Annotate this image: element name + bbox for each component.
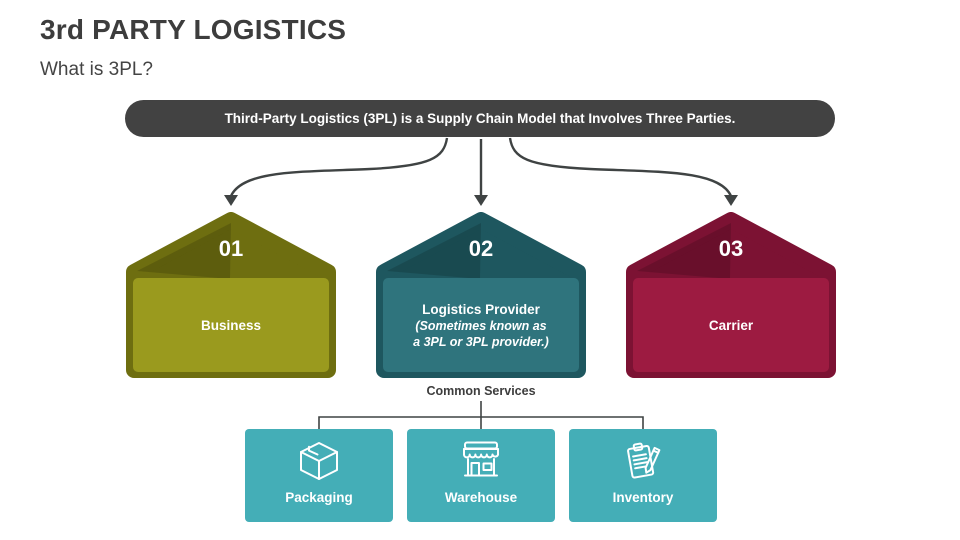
roof-shade: [387, 223, 481, 279]
party-subtitle-line1: (Sometimes known as: [415, 318, 547, 333]
arrowheads: [224, 195, 738, 206]
party-subtitle-line2: a 3PL or 3PL provider.): [413, 334, 549, 349]
service-box-inventory: Inventory: [569, 429, 717, 522]
party-card-business: 01 Business: [126, 212, 336, 378]
roof-shade: [637, 223, 731, 279]
service-box-packaging: Packaging: [245, 429, 393, 522]
party-body: Business: [133, 278, 329, 372]
party-number: 01: [218, 236, 244, 261]
service-box-warehouse: Warehouse: [407, 429, 555, 522]
banner-arrows: [229, 137, 733, 197]
common-services-label: Common Services: [426, 384, 536, 398]
party-title: Carrier: [708, 317, 754, 333]
arrowhead-left-icon: [224, 195, 238, 206]
party-number: 02: [468, 236, 494, 261]
services-connector-tree: [318, 401, 644, 429]
page-title: 3rd PARTY LOGISTICS: [40, 14, 347, 45]
party-title: Logistics Provider: [422, 301, 540, 317]
arrowhead-right-icon: [724, 195, 738, 206]
party-body: Logistics Provider (Sometimes known as a…: [383, 278, 579, 372]
arrowhead-middle-icon: [474, 195, 488, 206]
party-number: 03: [718, 236, 744, 261]
party-body: Carrier: [633, 278, 829, 372]
party-card-carrier: 03 Carrier: [626, 212, 836, 378]
party-card-logistics-provider: 02 Logistics Provider (Sometimes known a…: [376, 212, 586, 378]
service-label: Inventory: [612, 490, 674, 505]
service-label: Packaging: [285, 490, 353, 505]
connector-branches: [318, 416, 644, 429]
arrow-curve-right: [508, 137, 733, 197]
package-box-icon: [296, 436, 342, 486]
storefront-icon: [458, 436, 504, 486]
party-title: Business: [200, 317, 262, 333]
definition-banner-text: Third-Party Logistics (3PL) is a Supply …: [224, 111, 736, 126]
service-label: Warehouse: [444, 490, 518, 505]
definition-banner: Third-Party Logistics (3PL) is a Supply …: [125, 100, 835, 137]
clipboard-pencil-icon: [620, 436, 666, 486]
page-subtitle: What is 3PL?: [40, 59, 153, 80]
roof-shade: [137, 223, 231, 279]
arrow-curve-left: [229, 137, 449, 197]
